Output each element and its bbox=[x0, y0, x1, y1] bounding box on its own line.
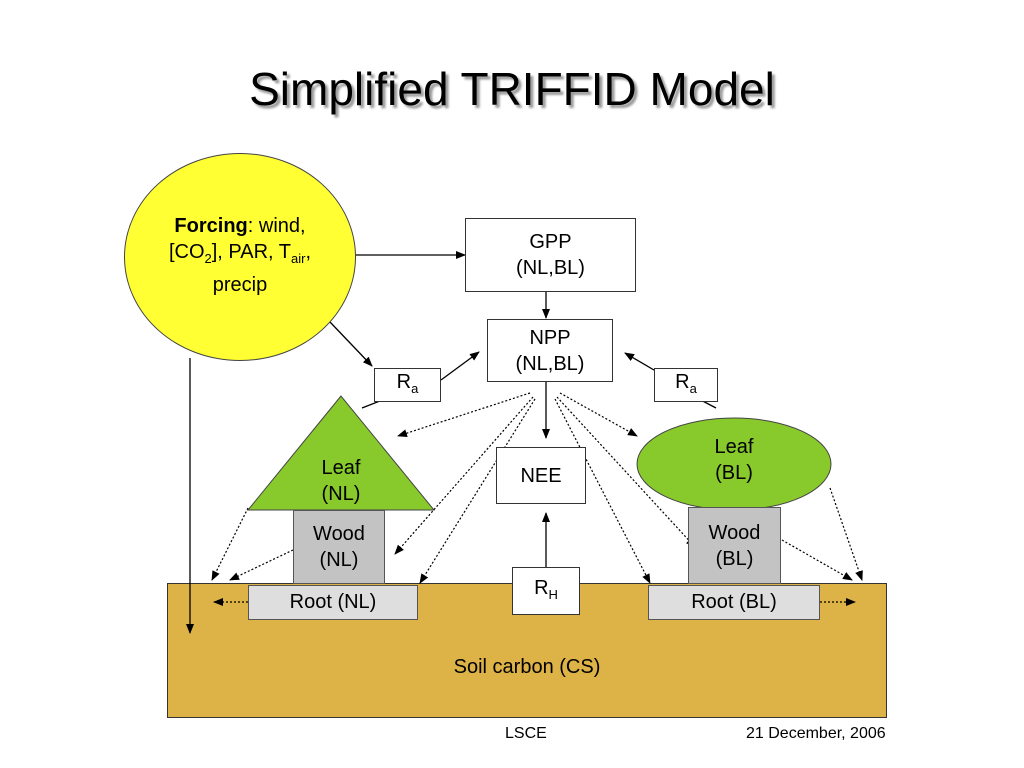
nee-box: NEE bbox=[496, 447, 586, 504]
wood-bl-box: Wood (BL) bbox=[688, 507, 781, 584]
root-bl-box: Root (BL) bbox=[648, 585, 820, 620]
ra-left-main: R bbox=[396, 370, 412, 393]
nee-label: NEE bbox=[520, 464, 562, 487]
arrow-npp-to-leaf-bl bbox=[559, 392, 638, 437]
forcing-co2-prefix: [CO bbox=[168, 241, 205, 263]
leaf-nl-line2: (NL) bbox=[321, 483, 361, 505]
arrow-wood-bl-to-soil bbox=[781, 539, 853, 581]
forcing-co2-suffix: ], PAR, T bbox=[211, 241, 292, 263]
rh-main: R bbox=[534, 576, 549, 599]
forcing-rest: : wind, bbox=[247, 215, 306, 237]
forcing-t-sub: air bbox=[291, 251, 306, 266]
root-nl-label: Root (NL) bbox=[289, 591, 377, 613]
wood-nl-line2: (NL) bbox=[319, 549, 359, 571]
wood-nl-box: Wood (NL) bbox=[293, 510, 385, 584]
arrow-leaf-nl-to-soil bbox=[211, 507, 249, 581]
npp-box: NPP (NL,BL) bbox=[487, 319, 613, 382]
arrow-npp-to-wood-bl bbox=[556, 396, 696, 548]
arrow-leaf-bl-to-soil bbox=[829, 487, 863, 581]
rh-box: RH bbox=[512, 567, 580, 615]
arrow-npp-to-root-nl bbox=[419, 398, 536, 584]
rh-sub: H bbox=[548, 586, 558, 602]
forcing-line3: precip bbox=[212, 274, 268, 296]
gpp-box: GPP (NL,BL) bbox=[465, 218, 636, 292]
leaf-bl-label: Leaf (BL) bbox=[689, 434, 779, 486]
ra-left-box: Ra bbox=[374, 368, 441, 402]
footer-org: LSCE bbox=[505, 725, 547, 742]
wood-bl-line1: Wood bbox=[708, 521, 761, 544]
page-title: Simplified TRIFFID Model bbox=[249, 63, 775, 115]
ra-left-sub: a bbox=[411, 380, 419, 396]
arrow-npp-to-leaf-nl bbox=[397, 392, 531, 438]
root-nl-box: Root (NL) bbox=[248, 585, 418, 620]
leaf-bl-line1: Leaf bbox=[714, 436, 754, 458]
forcing-circle bbox=[124, 153, 356, 361]
soil-carbon-label: Soil carbon (CS) bbox=[453, 656, 601, 678]
footer-date: 21 December, 2006 bbox=[746, 725, 886, 742]
gpp-line2: (NL,BL) bbox=[516, 257, 585, 279]
arrow-wood-nl-to-soil bbox=[229, 549, 294, 581]
arrow-npp-to-root-bl bbox=[554, 398, 651, 584]
forcing-co2-sub: 2 bbox=[204, 251, 212, 266]
wood-bl-line2: (BL) bbox=[715, 547, 754, 570]
leaf-nl-label: Leaf (NL) bbox=[296, 455, 386, 507]
ra-right-sub: a bbox=[689, 380, 697, 396]
npp-line2: (NL,BL) bbox=[515, 352, 585, 375]
arrow-npp-to-wood-nl bbox=[394, 396, 534, 555]
root-bl-label: Root (BL) bbox=[691, 591, 777, 613]
wood-nl-line1: Wood bbox=[313, 523, 365, 545]
ra-right-main: R bbox=[675, 370, 690, 393]
npp-line1: NPP bbox=[529, 326, 571, 349]
leaf-nl-line1: Leaf bbox=[321, 457, 361, 479]
forcing-bold: Forcing bbox=[174, 215, 248, 237]
arrow-forcing-to-ra-left bbox=[329, 321, 373, 367]
forcing-t-suffix: , bbox=[305, 241, 312, 263]
gpp-line1: GPP bbox=[529, 231, 572, 253]
arrow-ra-left-to-npp bbox=[440, 351, 480, 381]
forcing-label: Forcing: wind, [CO2], PAR, Tair, precip bbox=[130, 213, 350, 298]
leaf-bl-line2: (BL) bbox=[715, 462, 753, 484]
ra-right-box: Ra bbox=[654, 368, 718, 402]
